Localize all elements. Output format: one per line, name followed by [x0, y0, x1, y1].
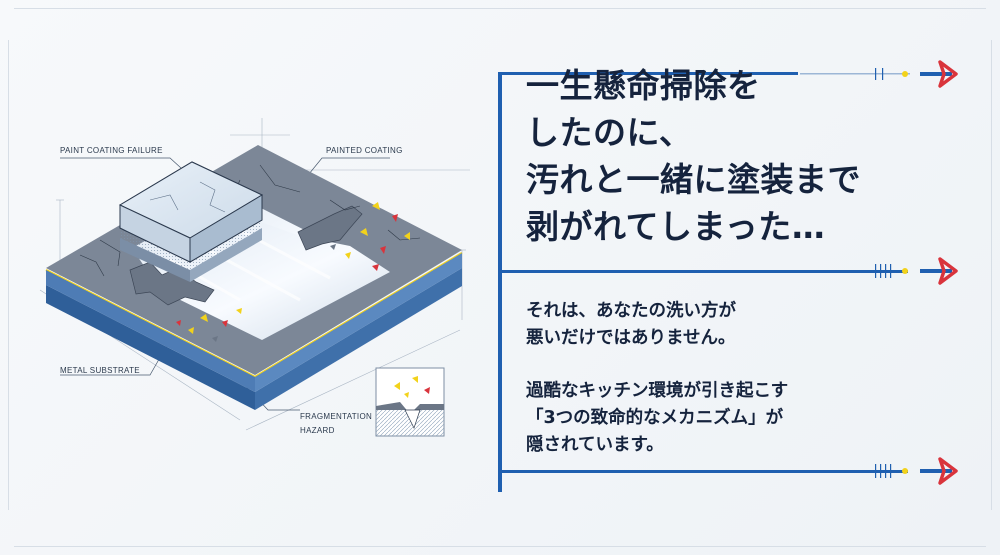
callout-paint-coating-failure: PAINT COATING FAILURE	[60, 146, 163, 155]
callout-fragmentation-line1: FRAGMENTATION	[300, 412, 373, 421]
frame-left-line	[8, 40, 9, 510]
arrow-right-icon	[920, 457, 958, 485]
coating-failure-illustration	[39, 118, 470, 437]
frame-right-line	[991, 40, 992, 510]
fragmentation-inset	[375, 367, 445, 437]
callout-painted-coating: PAINTED COATING	[326, 146, 403, 155]
substrate-front-edge	[46, 285, 255, 410]
coating-fragments	[176, 202, 410, 342]
body-line: それは、あなたの洗い方が	[526, 301, 736, 321]
arrow-right-icon	[920, 60, 958, 88]
cracked-coating-edges	[129, 205, 363, 306]
body-line: 隠されています。	[526, 435, 664, 455]
arrow-right-icon	[920, 257, 958, 285]
headline-line: したのに、	[526, 113, 693, 152]
callout-metal-substrate: METAL SUBSTRATE	[60, 366, 140, 375]
substrate-right-edge	[255, 268, 462, 410]
frame-bottom-line	[14, 546, 986, 547]
decorative-frame	[498, 60, 958, 492]
callout-fragmentation-line2: HAZARD	[300, 426, 335, 435]
body-paragraph-2: 過酷なキッチン環境が引き起こす 「3つの致命的なメカニズム」が 隠されています。	[526, 378, 966, 459]
headline-line: 汚れと一緒に塗装まで	[526, 160, 861, 199]
body-line: 過酷なキッチン環境が引き起こす	[526, 381, 789, 401]
body-line: 「3つの致命的なメカニズム」が	[526, 408, 784, 428]
body-paragraph-1: それは、あなたの洗い方が 悪いだけではありません。	[526, 298, 966, 352]
vertical-accent-bar	[498, 72, 502, 492]
frame-top-line	[14, 8, 986, 9]
headline: 一生懸命掃除を したのに、 汚れと一緒に塗装まで 剥がれてしまった…	[526, 62, 926, 250]
headline-line: 一生懸命掃除を	[526, 66, 761, 105]
body-line: 悪いだけではありません。	[526, 328, 736, 348]
headline-line: 剥がれてしまった…	[526, 207, 826, 246]
peeled-coating-slab	[118, 161, 264, 282]
